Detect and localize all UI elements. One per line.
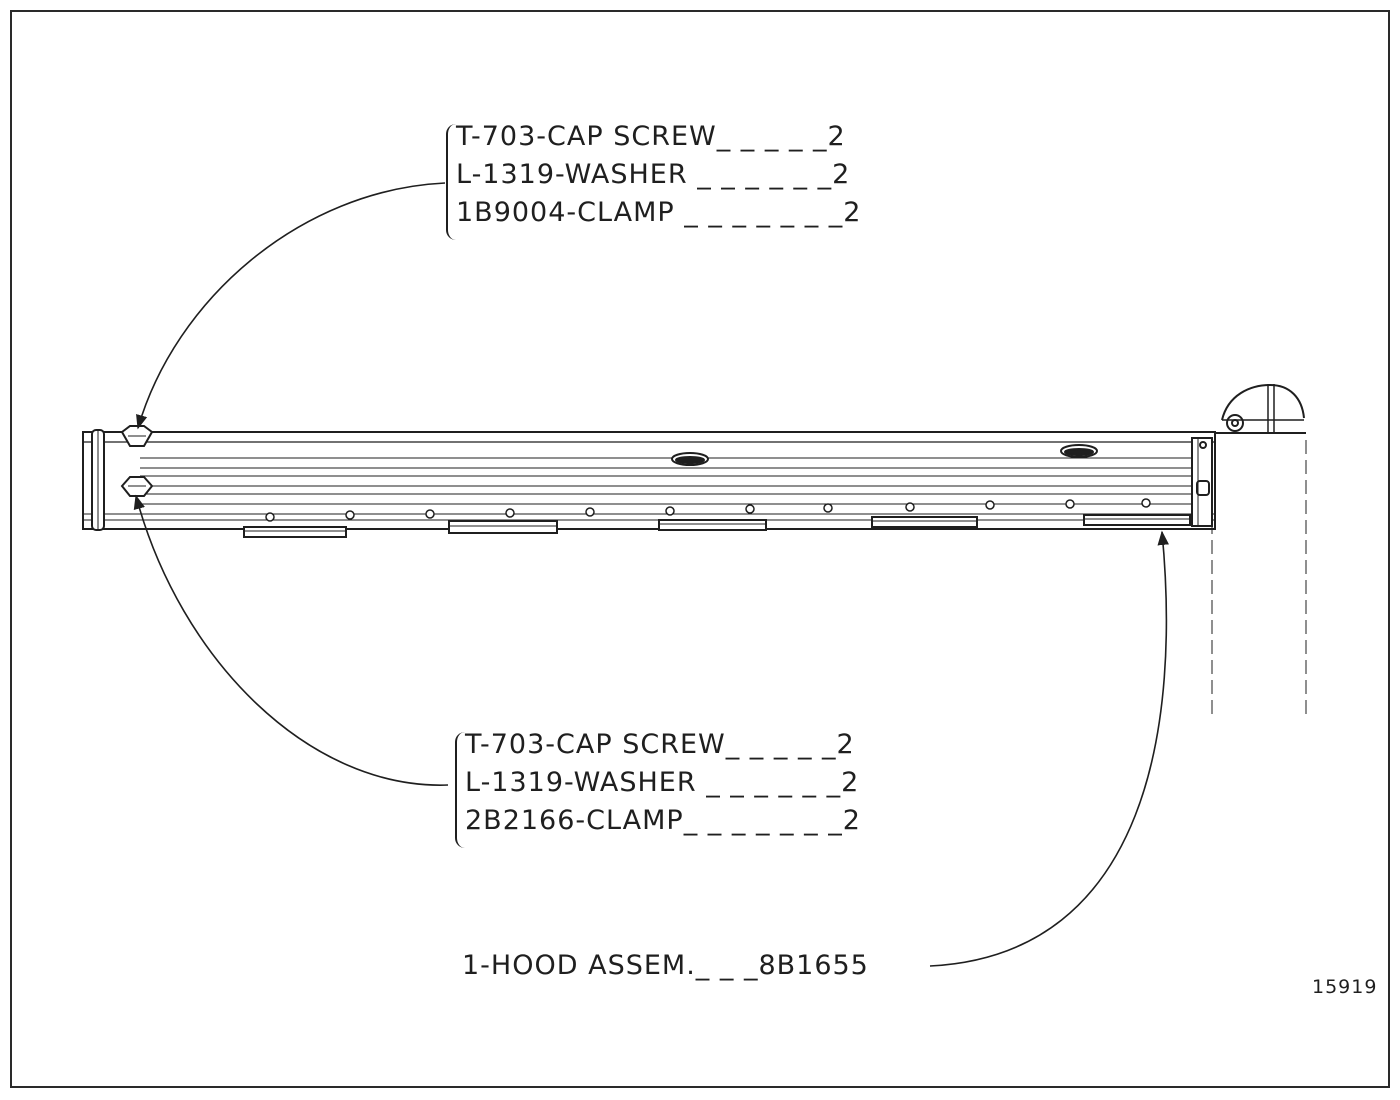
rivet-row [265,498,1151,522]
callout-row: L-1319-WASHER _ _ _ _ _ _2 [456,159,851,190]
top-parts-callout: T-703-CAP SCREW_ _ _ _ _2 L-1319-WASHER … [456,118,861,232]
bottom-parts-callout: T-703-CAP SCREW_ _ _ _ _2 L-1319-WASHER … [465,726,861,840]
oval-openings [671,444,1098,466]
callout-row: 1B9004-CLAMP _ _ _ _ _ _ _2 [456,197,862,228]
callout-row: T-703-CAP SCREW_ _ _ _ _2 [456,121,846,152]
clamp-strips [243,514,1191,538]
hood-body [82,431,1216,530]
callout-row: L-1319-WASHER _ _ _ _ _ _2 [465,767,860,798]
hood-assembly-label: 1-HOOD ASSEM._ _ _8B1655 [462,950,869,981]
drawing-border [10,10,1390,1088]
top-callout-brace [446,124,458,240]
callout-row: T-703-CAP SCREW_ _ _ _ _2 [465,729,855,760]
leader-lines [133,182,1169,967]
cap-screw-bottom [120,476,154,497]
adjacent-cab-outline [1211,383,1307,715]
bottom-callout-brace [455,732,467,848]
drawing-number: 15919 [1312,976,1378,998]
cap-screw-top [120,425,154,447]
callout-row: 2B2166-CLAMP_ _ _ _ _ _ _2 [465,805,861,836]
left-end-band [91,429,105,531]
right-end-cap [1191,437,1213,527]
